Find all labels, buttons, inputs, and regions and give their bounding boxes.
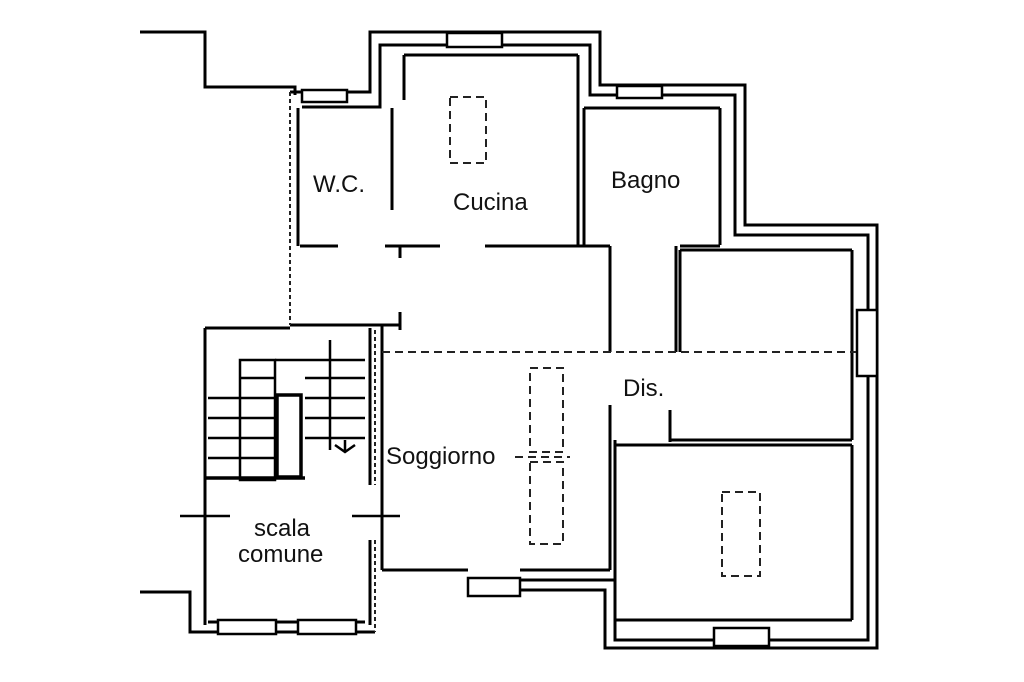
label-wc: W.C. bbox=[313, 171, 365, 198]
dashed-lines bbox=[289, 92, 856, 632]
label-scala-line1: scala bbox=[254, 515, 311, 542]
window-bagno bbox=[615, 84, 664, 100]
skylight-soggiorno-bottom bbox=[529, 461, 564, 545]
label-cucina: Cucina bbox=[453, 189, 528, 216]
skylight-kitchen bbox=[449, 96, 487, 164]
skylight-soggiorno-top bbox=[529, 367, 564, 453]
room-labels: W.C. Cucina Bagno Dis. Soggiorno scala c… bbox=[238, 167, 680, 568]
window-soggiorno bbox=[466, 576, 522, 598]
window-kitchen bbox=[445, 31, 504, 49]
label-scala-line2: comune bbox=[238, 541, 323, 568]
window-right bbox=[855, 308, 879, 378]
label-bagno: Bagno bbox=[611, 167, 680, 194]
window-scala-right bbox=[296, 618, 358, 636]
label-soggiorno: Soggiorno bbox=[386, 443, 495, 470]
window-scala-left bbox=[216, 618, 278, 636]
window-bottom-right bbox=[712, 626, 771, 648]
windows bbox=[216, 31, 879, 648]
label-dis: Dis. bbox=[623, 375, 664, 402]
window-wc bbox=[300, 88, 349, 104]
staircase bbox=[180, 340, 400, 518]
interior-walls bbox=[203, 53, 854, 625]
skylight-bedroom bbox=[721, 491, 761, 577]
exterior-walls bbox=[140, 30, 879, 650]
